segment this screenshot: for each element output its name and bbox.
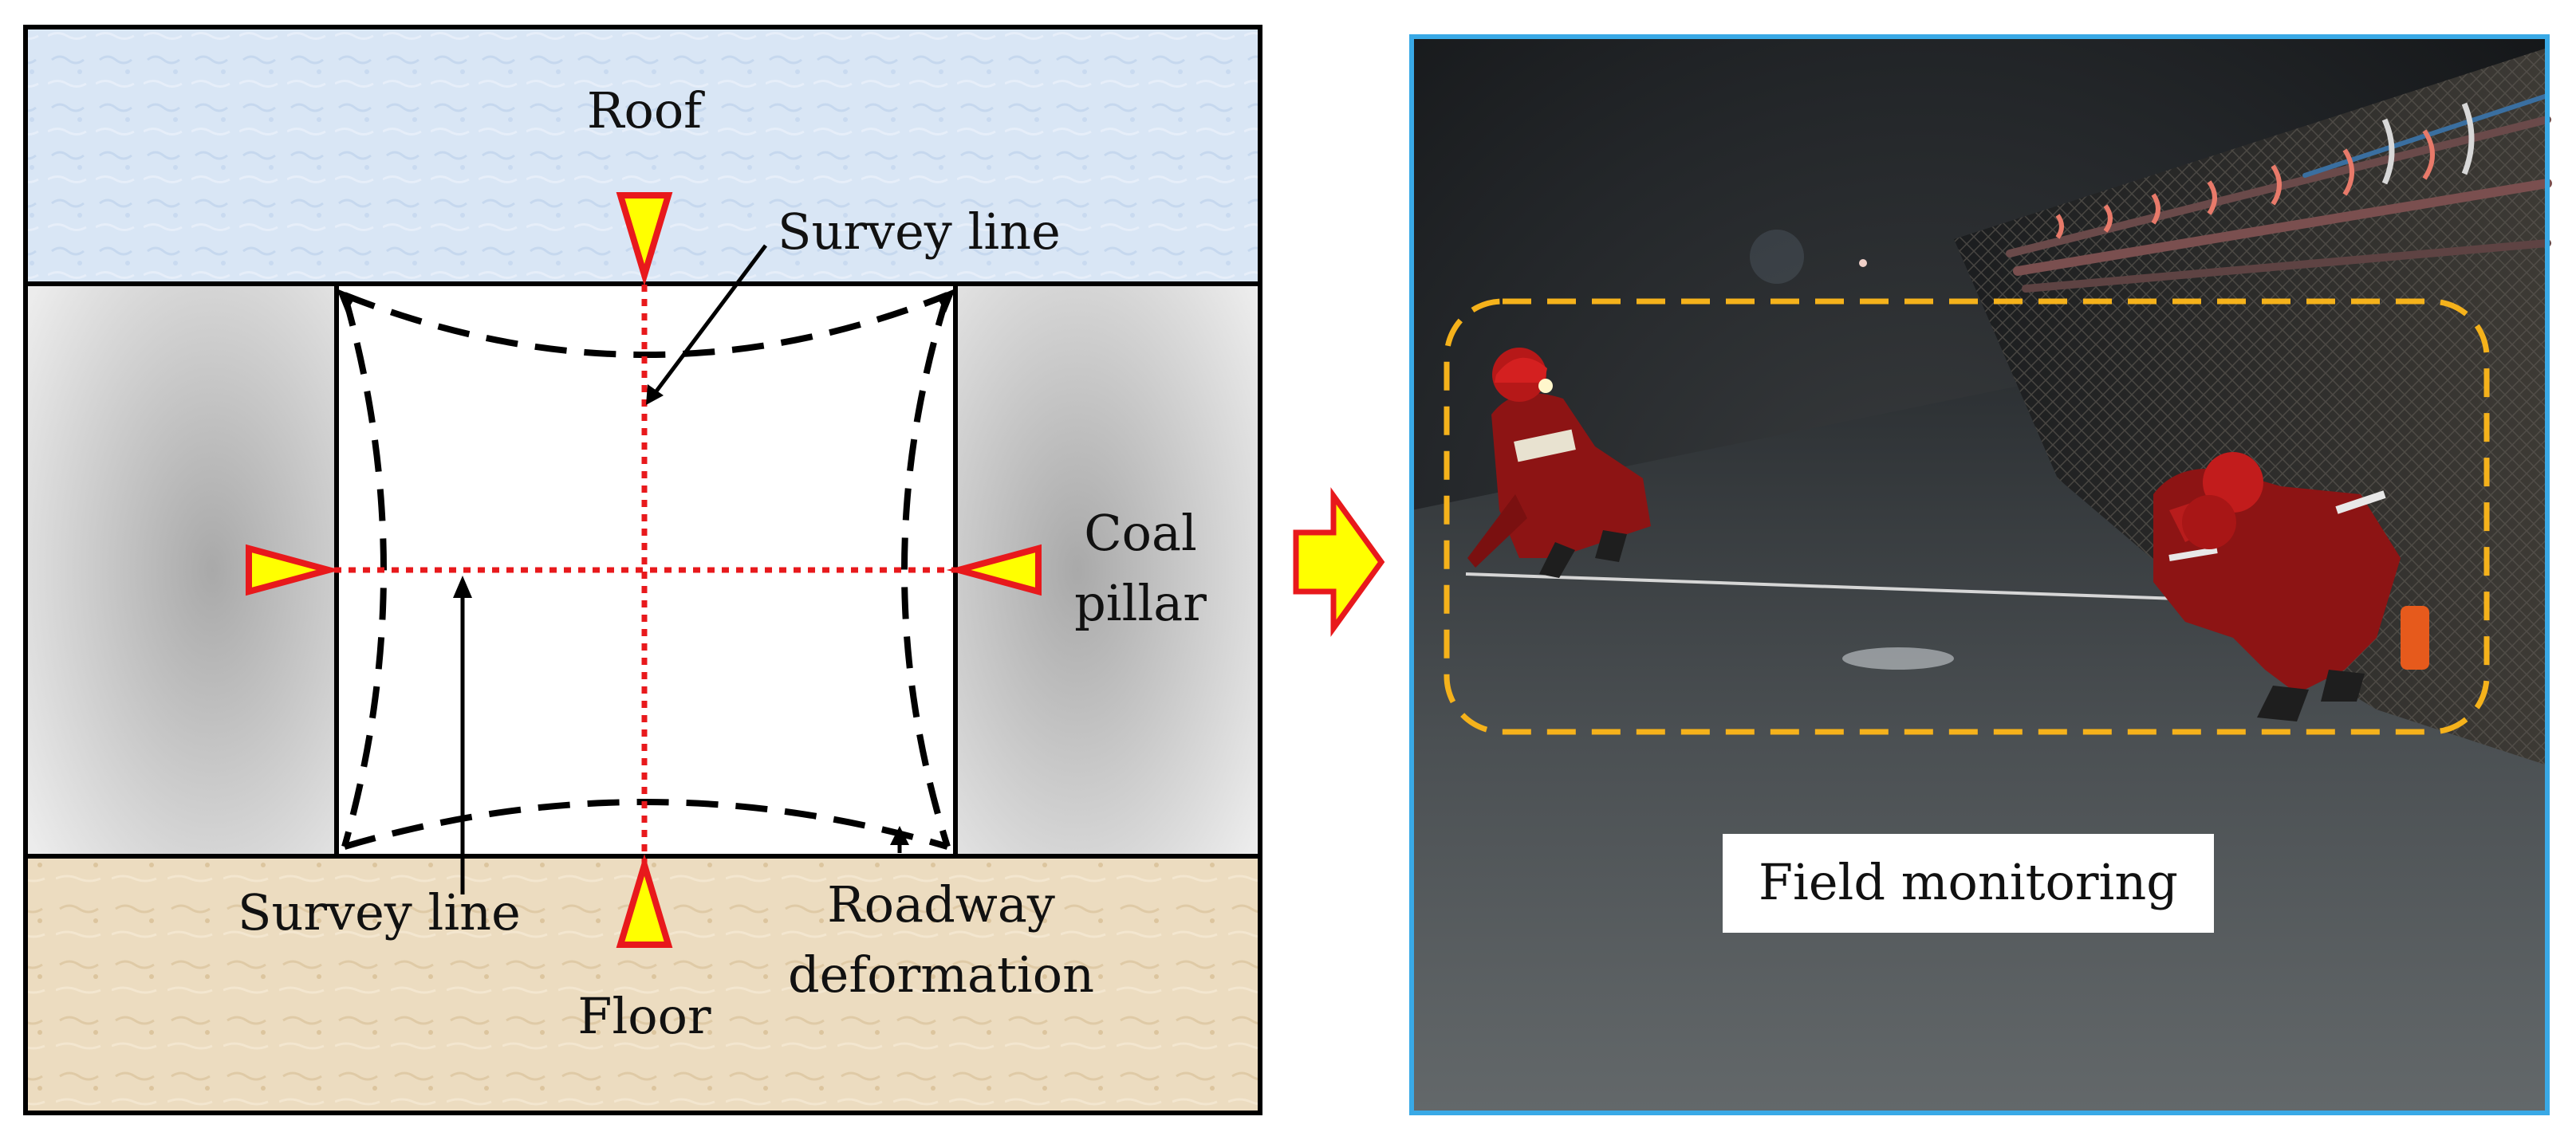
coal-pillar-label-line2: pillar <box>1074 574 1207 632</box>
cable-hooks <box>2055 129 2435 239</box>
right-marker <box>946 544 1042 596</box>
survey-line-label-top: Survey line <box>778 202 1061 261</box>
lamp-reflection <box>1842 647 1954 670</box>
worker-right <box>2153 452 2429 721</box>
transition-arrow <box>1293 487 1385 637</box>
contour-corner-arrows <box>337 289 955 313</box>
field-photo: Field monitoring <box>1409 34 2552 1115</box>
diagram-frame <box>23 25 1262 1115</box>
roof-marker <box>616 192 673 286</box>
roadway-deformation-label-line1: Roadway <box>827 875 1055 934</box>
roadway-diagram: Roof Floor Coal pillar Survey line Surve… <box>23 25 1262 1115</box>
worker-left <box>1467 348 1651 578</box>
lens-glare <box>1750 230 1804 284</box>
cable-hangers <box>2381 102 2475 185</box>
field-monitoring-caption: Field monitoring <box>1759 853 2178 911</box>
coal-pillar-label-line1: Coal <box>1084 504 1197 562</box>
floor-marker <box>616 854 673 948</box>
roadway-deformation-label-line2: deformation <box>788 945 1094 1004</box>
floor-label: Floor <box>577 987 711 1045</box>
left-marker <box>246 544 341 596</box>
measuring-tape <box>1465 572 2202 601</box>
photo-frame <box>1409 34 2550 1115</box>
distant-light <box>1859 259 1867 267</box>
roof-label: Roof <box>587 81 705 140</box>
survey-line-label-bottom: Survey line <box>238 883 521 942</box>
pointer-arrows <box>453 244 909 894</box>
monitoring-highlight-box <box>1444 298 2490 735</box>
survey-markers <box>246 192 1042 948</box>
caption-box <box>1723 834 2214 933</box>
roadway-opening <box>337 284 955 856</box>
